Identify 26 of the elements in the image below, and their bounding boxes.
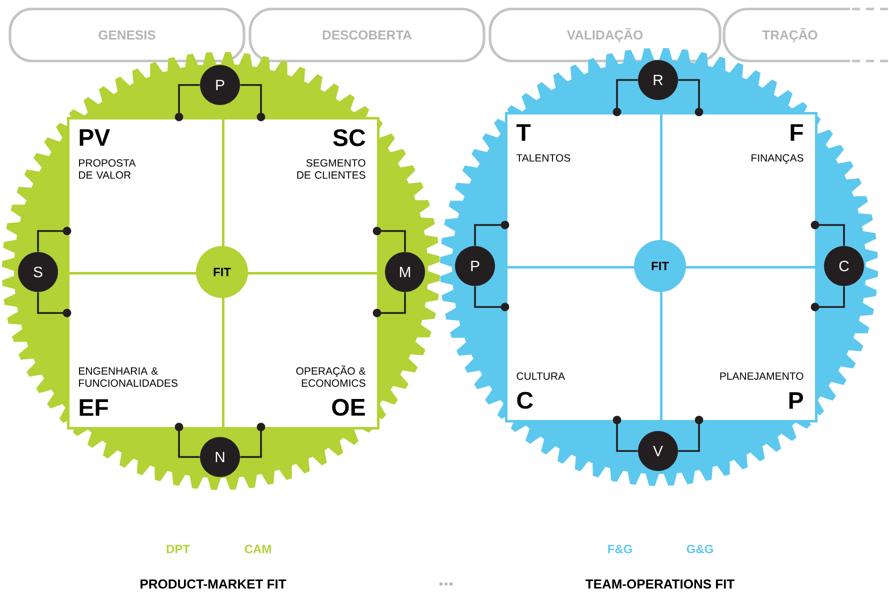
stage-pill: GENESIS <box>8 8 246 62</box>
connector <box>174 422 200 458</box>
caption-label: G&G <box>686 544 713 554</box>
connector <box>240 84 266 122</box>
caption-label: CAM <box>244 544 271 554</box>
connector <box>810 220 845 246</box>
connector <box>678 79 704 116</box>
connector <box>37 292 72 318</box>
caption-label: F&G <box>608 544 632 554</box>
connector <box>474 286 510 312</box>
connector <box>37 226 72 252</box>
caption-label: PRODUCT-MARKET FIT <box>140 579 286 589</box>
caption-label: DPT <box>166 544 190 554</box>
connector <box>174 84 200 122</box>
connector <box>612 416 638 452</box>
connector <box>678 416 704 452</box>
connector <box>240 422 266 458</box>
stage-pill: DESCOBERTA <box>248 8 486 62</box>
stage-pill: VALIDAÇÃO <box>488 8 722 62</box>
connector <box>372 292 406 318</box>
connector <box>474 220 510 246</box>
caption-label: TEAM-OPERATIONS FIT <box>586 579 734 589</box>
connector <box>810 286 845 312</box>
connector <box>372 226 406 252</box>
stage-pill: TRAÇÃO <box>722 8 889 62</box>
connector <box>612 79 638 116</box>
